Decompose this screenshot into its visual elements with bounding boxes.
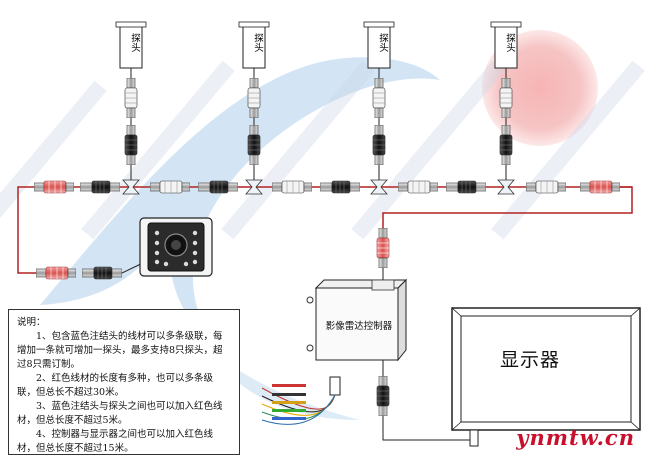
probe-4 xyxy=(490,21,522,69)
power-wires xyxy=(261,376,341,425)
radar-controller-box xyxy=(306,278,408,362)
note-item-4: 4、控制器与显示器之间也可以加入红色线材，但总长度不超过15米。 xyxy=(17,429,214,454)
display-monitor xyxy=(451,307,641,447)
controller-input-connector xyxy=(376,228,390,268)
note-item-3: 3、蓝色注结头与探头之间也可以加入红色线材，但总长度不超过5米。 xyxy=(17,401,223,426)
notes-title: 说明： xyxy=(17,317,46,328)
display-label: 显示器 xyxy=(500,349,561,371)
swoosh-decoration xyxy=(40,57,440,345)
company-watermark-strips xyxy=(0,60,645,260)
controller-label: 影像雷达控制器 xyxy=(325,321,393,332)
probe-label-3: 探头 xyxy=(377,33,388,52)
probe-label-4: 探头 xyxy=(504,33,515,52)
probe-2 xyxy=(238,21,270,69)
rear-camera xyxy=(139,217,213,277)
site-watermark: ynmtw.cn xyxy=(516,425,635,450)
left-loop-cable xyxy=(17,186,40,274)
probe-3 xyxy=(363,21,395,69)
note-item-2: 2、红色线材的长度有多种，也可以多条级联，但总长不超过30米。 xyxy=(17,373,214,398)
right-loop-cable xyxy=(382,186,633,230)
probe-label-2: 探头 xyxy=(252,33,263,52)
probe-1 xyxy=(115,21,147,69)
controller-output-connector xyxy=(376,376,390,416)
probe-label-1: 探头 xyxy=(129,33,140,52)
note-item-1: 1、包含蓝色注结头的线材可以多条级联，每增加一条就可增加一探头，最多支持8只探头… xyxy=(17,331,223,370)
notes-panel: 说明： 1、包含蓝色注结头的线材可以多条级联，每增加一条就可增加一探头，最多支持… xyxy=(8,309,240,455)
display-cable xyxy=(382,416,470,441)
